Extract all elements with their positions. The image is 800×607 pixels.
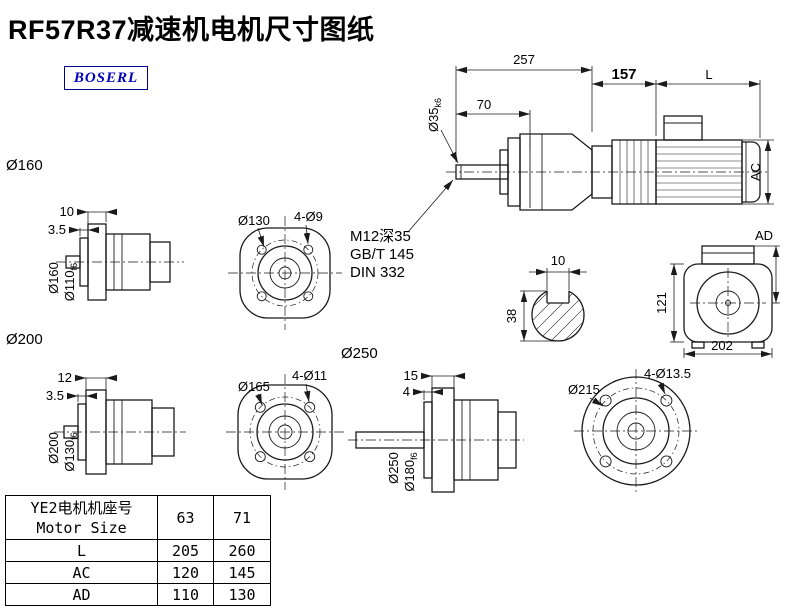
flange-160-front-view: Ø130 4-Ø9 [228,209,342,330]
dim-label-f200-spigot: Ø130f6 [62,432,79,471]
flange-160-title: Ø160 [6,157,43,174]
dim-label-121: 121 [654,292,669,314]
dim-label-202: 202 [711,338,733,353]
motor-size-table: YE2电机机座号 Motor Size 63 71 L 205 260 AC 1… [5,495,271,606]
dim-label-f160-outer: Ø160 [46,262,61,294]
page-title: RF57R37减速机电机尺寸图纸 [8,15,375,45]
tap-note-line3: DIN 332 [350,264,405,281]
motor-fins [656,146,742,198]
key-dimensions: 10 38 [504,253,587,342]
table-row: L 205 260 [5,539,271,562]
dim-label-70: 70 [477,97,491,112]
table-header-row: YE2电机机座号 Motor Size 63 71 [5,495,271,540]
table-header-cell: YE2电机机座号 Motor Size [5,495,158,540]
dim-label-L: L [705,67,712,82]
dim-label-f160-bolt-circle: Ø130 [238,213,270,228]
flange-250-front-view: Ø215 4-Ø13.5 [568,366,698,493]
dim-label-f250-thk: 15 [404,368,418,383]
flange-200-group: Ø200 12 3.5 Ø200 Ø130f6 [6,331,344,490]
adapter-fins [619,140,649,204]
dim-label-f250-spigot: Ø180f6 [402,452,419,491]
terminal-box [663,115,703,141]
motor-size-63: 63 [157,495,214,540]
dim-label-f160-spigot-depth: 3.5 [48,222,66,237]
tap-note-line2: GB/T 145 [350,246,414,263]
value-L-71: 260 [213,539,271,562]
flange-160-side-view: 10 3.5 Ø160 Ø110f6 [46,204,184,301]
fan-cowl [741,141,761,203]
dim-label-38: 38 [504,309,519,323]
flange-200-front-view: Ø165 4-Ø11 [226,368,344,490]
dim-label-f200-thk: 12 [58,370,72,385]
rear-dimensions: AD 121 202 [654,228,780,358]
table-header-en: Motor Size [36,518,127,537]
dim-label-AC: AC [748,163,763,181]
table-header-cn: YE2电机机座号 [30,498,133,517]
dim-label-f250-spigot-depth: 4 [403,384,410,399]
dim-label-AD: AD [755,228,773,243]
shaft-key-section-view: 10 38 [504,253,587,342]
flange-250-title: Ø250 [341,345,378,362]
brand-logo-text: BOSERL [73,69,139,86]
dim-label-f250-bolt-circle: Ø215 [568,382,600,397]
motor-size-71: 71 [213,495,271,540]
dim-label-257: 257 [513,52,535,67]
flange-250-side-view: 15 4 Ø250 Ø180f6 [348,368,524,493]
value-AD-71: 130 [213,583,271,606]
value-AD-63: 110 [157,583,214,606]
flange-160-group: Ø160 10 3.5 Ø160 Ø110f6 [6,157,342,330]
tap-note-line1: M12深35 [350,228,411,245]
dim-label-f200-spigot-depth: 3.5 [46,388,64,403]
dim-label-f200-bolt-circle: Ø165 [238,379,270,394]
dim-label-f160-spigot: Ø110f6 [62,263,79,301]
flange-250-group: Ø250 15 4 Ø250 Ø180f6 [341,345,698,493]
dim-label-f250-outer: Ø250 [386,452,401,484]
row-label-AD: AD [5,583,158,606]
dim-label-f200-holes: 4-Ø11 [292,368,327,383]
dim-label-157: 157 [611,66,636,83]
dim-label-f250-holes: 4-Ø13.5 [644,366,691,381]
dim-label-f160-thk: 10 [60,204,74,219]
row-label-L: L [5,539,158,562]
keyway-slot [546,291,570,304]
rear-terminal-box [701,245,755,265]
dim-label-key-width: 10 [551,253,565,268]
value-L-63: 205 [157,539,214,562]
value-AC-71: 145 [213,561,271,584]
table-row: AC 120 145 [5,561,271,584]
flange-200-title: Ø200 [6,331,43,348]
flange-200-side-view: 12 3.5 Ø200 Ø130f6 [46,370,186,475]
dim-label-f200-outer: Ø200 [46,432,61,464]
tapped-hole-note: M12深35 GB/T 145 DIN 332 [350,179,454,281]
assembly-dimensions: 257 157 L 70 Ø35k6 AC [426,52,774,205]
dim-label-shaft-dia: Ø35k6 [426,98,443,132]
dim-label-f160-holes: 4-Ø9 [294,209,323,224]
row-label-AC: AC [5,561,158,584]
value-AC-63: 120 [157,561,214,584]
table-row: AD 110 130 [5,583,271,606]
brand-logo: BOSERL [64,66,148,90]
motor-rear-view: AD 121 202 [654,228,780,358]
assembly-side-view: 257 157 L 70 Ø35k6 AC [426,52,774,211]
